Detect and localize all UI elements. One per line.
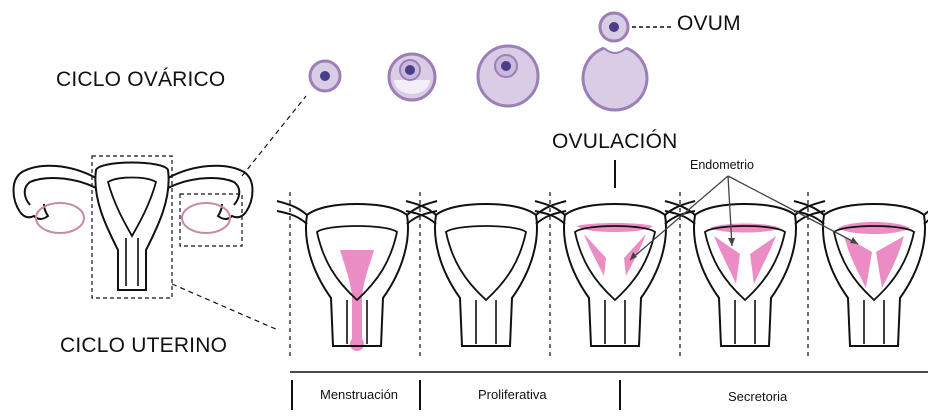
uterus-overview	[14, 96, 307, 330]
follicle-icon	[583, 48, 647, 110]
ovum-icon	[600, 13, 672, 41]
uterus-icon	[277, 201, 437, 351]
uterus-icon	[794, 201, 928, 346]
follicle-icon	[478, 46, 538, 106]
phase-proliferative: Proliferativa	[478, 387, 547, 402]
uterine-cycle-title: CICLO UTERINO	[60, 334, 227, 358]
follicle-icon	[389, 54, 435, 100]
phase-secretory: Secretoria	[728, 389, 787, 404]
endometrium-label: Endometrio	[690, 158, 754, 172]
ovum-label: OVUM	[677, 12, 741, 36]
ovulation-label: OVULACIÓN	[552, 130, 678, 154]
uterus-icon	[406, 201, 566, 346]
follicle-icon	[310, 61, 340, 91]
uterus-icon	[535, 201, 695, 346]
phase-menstruation: Menstruación	[320, 387, 398, 402]
uterus-icon	[665, 201, 825, 346]
ovarian-cycle-title: CICLO OVÁRICO	[56, 68, 225, 92]
